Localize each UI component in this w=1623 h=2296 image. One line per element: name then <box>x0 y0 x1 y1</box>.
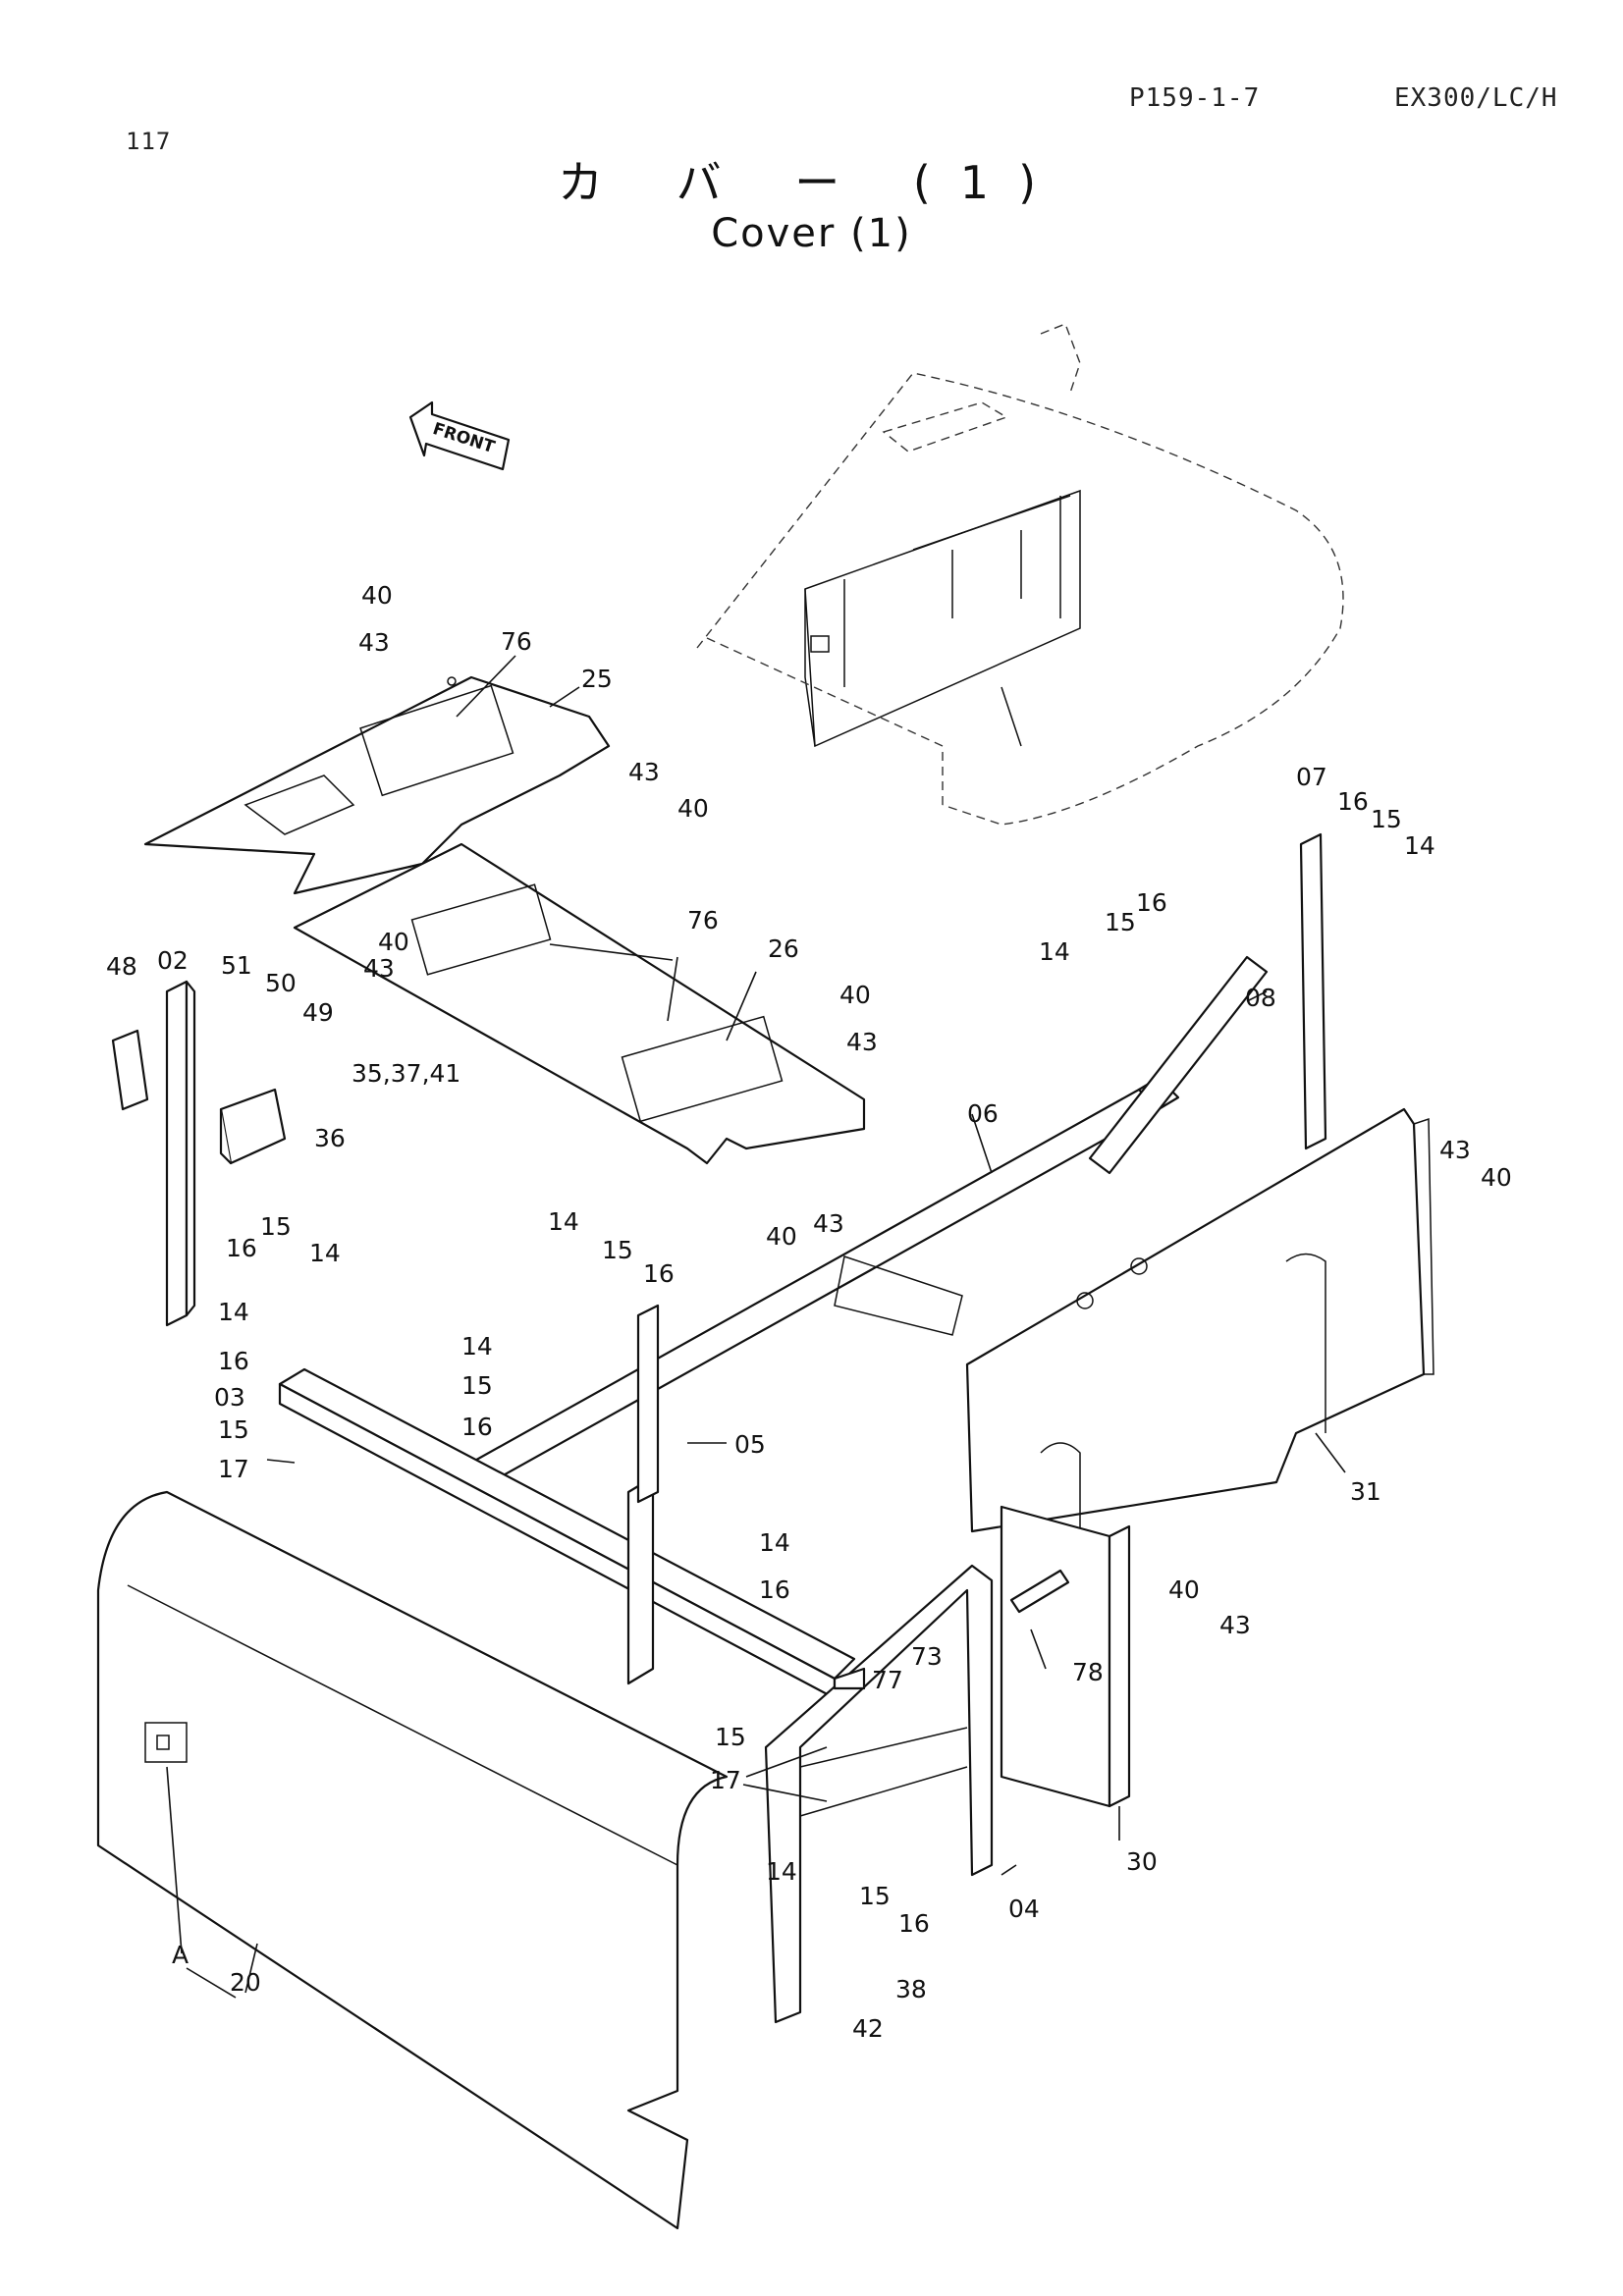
callout-40: 40 <box>378 928 409 956</box>
leader-lines <box>166 655 1346 1999</box>
callout-43: 43 <box>363 954 395 983</box>
cover-plate-25 <box>143 675 611 895</box>
callout-40: 40 <box>1481 1163 1512 1192</box>
callout-A: A <box>172 1941 189 1969</box>
callout-43: 43 <box>628 758 660 786</box>
bar-08 <box>1088 955 1269 1175</box>
cover-plate-26 <box>293 842 866 1165</box>
panel-31 <box>965 1107 1434 1571</box>
callout-43: 43 <box>358 628 390 657</box>
callout-14: 14 <box>548 1207 579 1236</box>
callout-16: 16 <box>218 1347 249 1375</box>
callout-07: 07 <box>1296 763 1327 791</box>
callout-16: 16 <box>461 1413 493 1441</box>
callout-51: 51 <box>221 951 252 980</box>
callout-16: 16 <box>898 1909 930 1938</box>
callout-43: 43 <box>846 1028 878 1056</box>
callout-50: 50 <box>265 969 297 997</box>
bracket-36 <box>219 1088 287 1165</box>
callout-17: 17 <box>710 1766 741 1794</box>
callout-15: 15 <box>859 1882 891 1910</box>
callout-77: 77 <box>872 1666 903 1694</box>
callout-02: 02 <box>157 946 189 975</box>
callout-48: 48 <box>106 952 137 981</box>
callout-15: 15 <box>218 1415 249 1444</box>
callout-25: 25 <box>581 665 613 693</box>
reference-code: P159-1-7 <box>1129 83 1261 113</box>
callout-40: 40 <box>1168 1575 1200 1604</box>
callout-30: 30 <box>1126 1847 1158 1876</box>
callout-14: 14 <box>309 1239 341 1267</box>
callout-16: 16 <box>1136 888 1167 917</box>
callout-49: 49 <box>302 998 334 1027</box>
frame-04 <box>764 1564 994 2024</box>
panel-30 <box>1000 1505 1131 1808</box>
callout-06: 06 <box>967 1099 999 1128</box>
model-code: EX300/LC/H <box>1394 83 1558 113</box>
callout-14: 14 <box>218 1298 249 1326</box>
callout-38: 38 <box>895 1975 927 2003</box>
callout-40: 40 <box>677 794 709 823</box>
callout-43: 43 <box>1219 1611 1251 1639</box>
post-05 <box>626 1304 660 1685</box>
callout-76: 76 <box>687 906 719 934</box>
callout-40: 40 <box>766 1222 797 1251</box>
callout-26: 26 <box>768 934 799 963</box>
machine-body-outline <box>696 323 1344 826</box>
callout-31: 31 <box>1350 1477 1381 1506</box>
pin-78 <box>1009 1569 1070 1614</box>
page-number: 117 <box>126 128 172 155</box>
callout-16: 16 <box>759 1575 790 1604</box>
callout-14: 14 <box>461 1332 493 1361</box>
callout-76: 76 <box>501 627 532 656</box>
callout-15: 15 <box>715 1723 746 1751</box>
callout-73: 73 <box>911 1642 943 1671</box>
title-japanese: カ バ ー (1) <box>557 156 1066 209</box>
callout-03: 03 <box>214 1383 245 1412</box>
callout-14: 14 <box>1039 937 1070 966</box>
callout-17: 17 <box>218 1455 249 1483</box>
front-arrow-icon: FRONT <box>408 400 511 471</box>
bracket-07 <box>1299 832 1327 1150</box>
callout-40: 40 <box>839 981 871 1009</box>
callout-14: 14 <box>766 1857 797 1886</box>
callout-16: 16 <box>643 1259 675 1288</box>
callout-40: 40 <box>361 581 393 610</box>
callout-36: 36 <box>314 1124 346 1152</box>
callout-78: 78 <box>1072 1658 1104 1686</box>
callout-42: 42 <box>852 2014 884 2043</box>
callout-20: 20 <box>230 1968 261 1997</box>
side-cover-20 <box>96 1490 729 2230</box>
callout-04: 04 <box>1008 1895 1040 1923</box>
callout-15: 15 <box>602 1236 633 1264</box>
bracket-02 <box>165 980 196 1327</box>
callout-15: 15 <box>461 1371 493 1400</box>
bracket-48 <box>111 1029 149 1111</box>
callout-15: 15 <box>1371 805 1402 833</box>
callout-15: 15 <box>1105 908 1136 936</box>
callout-15: 15 <box>260 1212 292 1241</box>
callout-05: 05 <box>734 1430 766 1459</box>
callout-16: 16 <box>226 1234 257 1262</box>
callout-43: 43 <box>813 1209 844 1238</box>
callout-14: 14 <box>759 1528 790 1557</box>
callout-43: 43 <box>1439 1136 1471 1164</box>
callout-08: 08 <box>1245 984 1276 1012</box>
callout-16: 16 <box>1337 787 1369 816</box>
callout-14: 14 <box>1404 831 1435 860</box>
callout-35-37-41: 35,37,41 <box>352 1059 460 1088</box>
title-english: Cover (1) <box>711 211 912 256</box>
